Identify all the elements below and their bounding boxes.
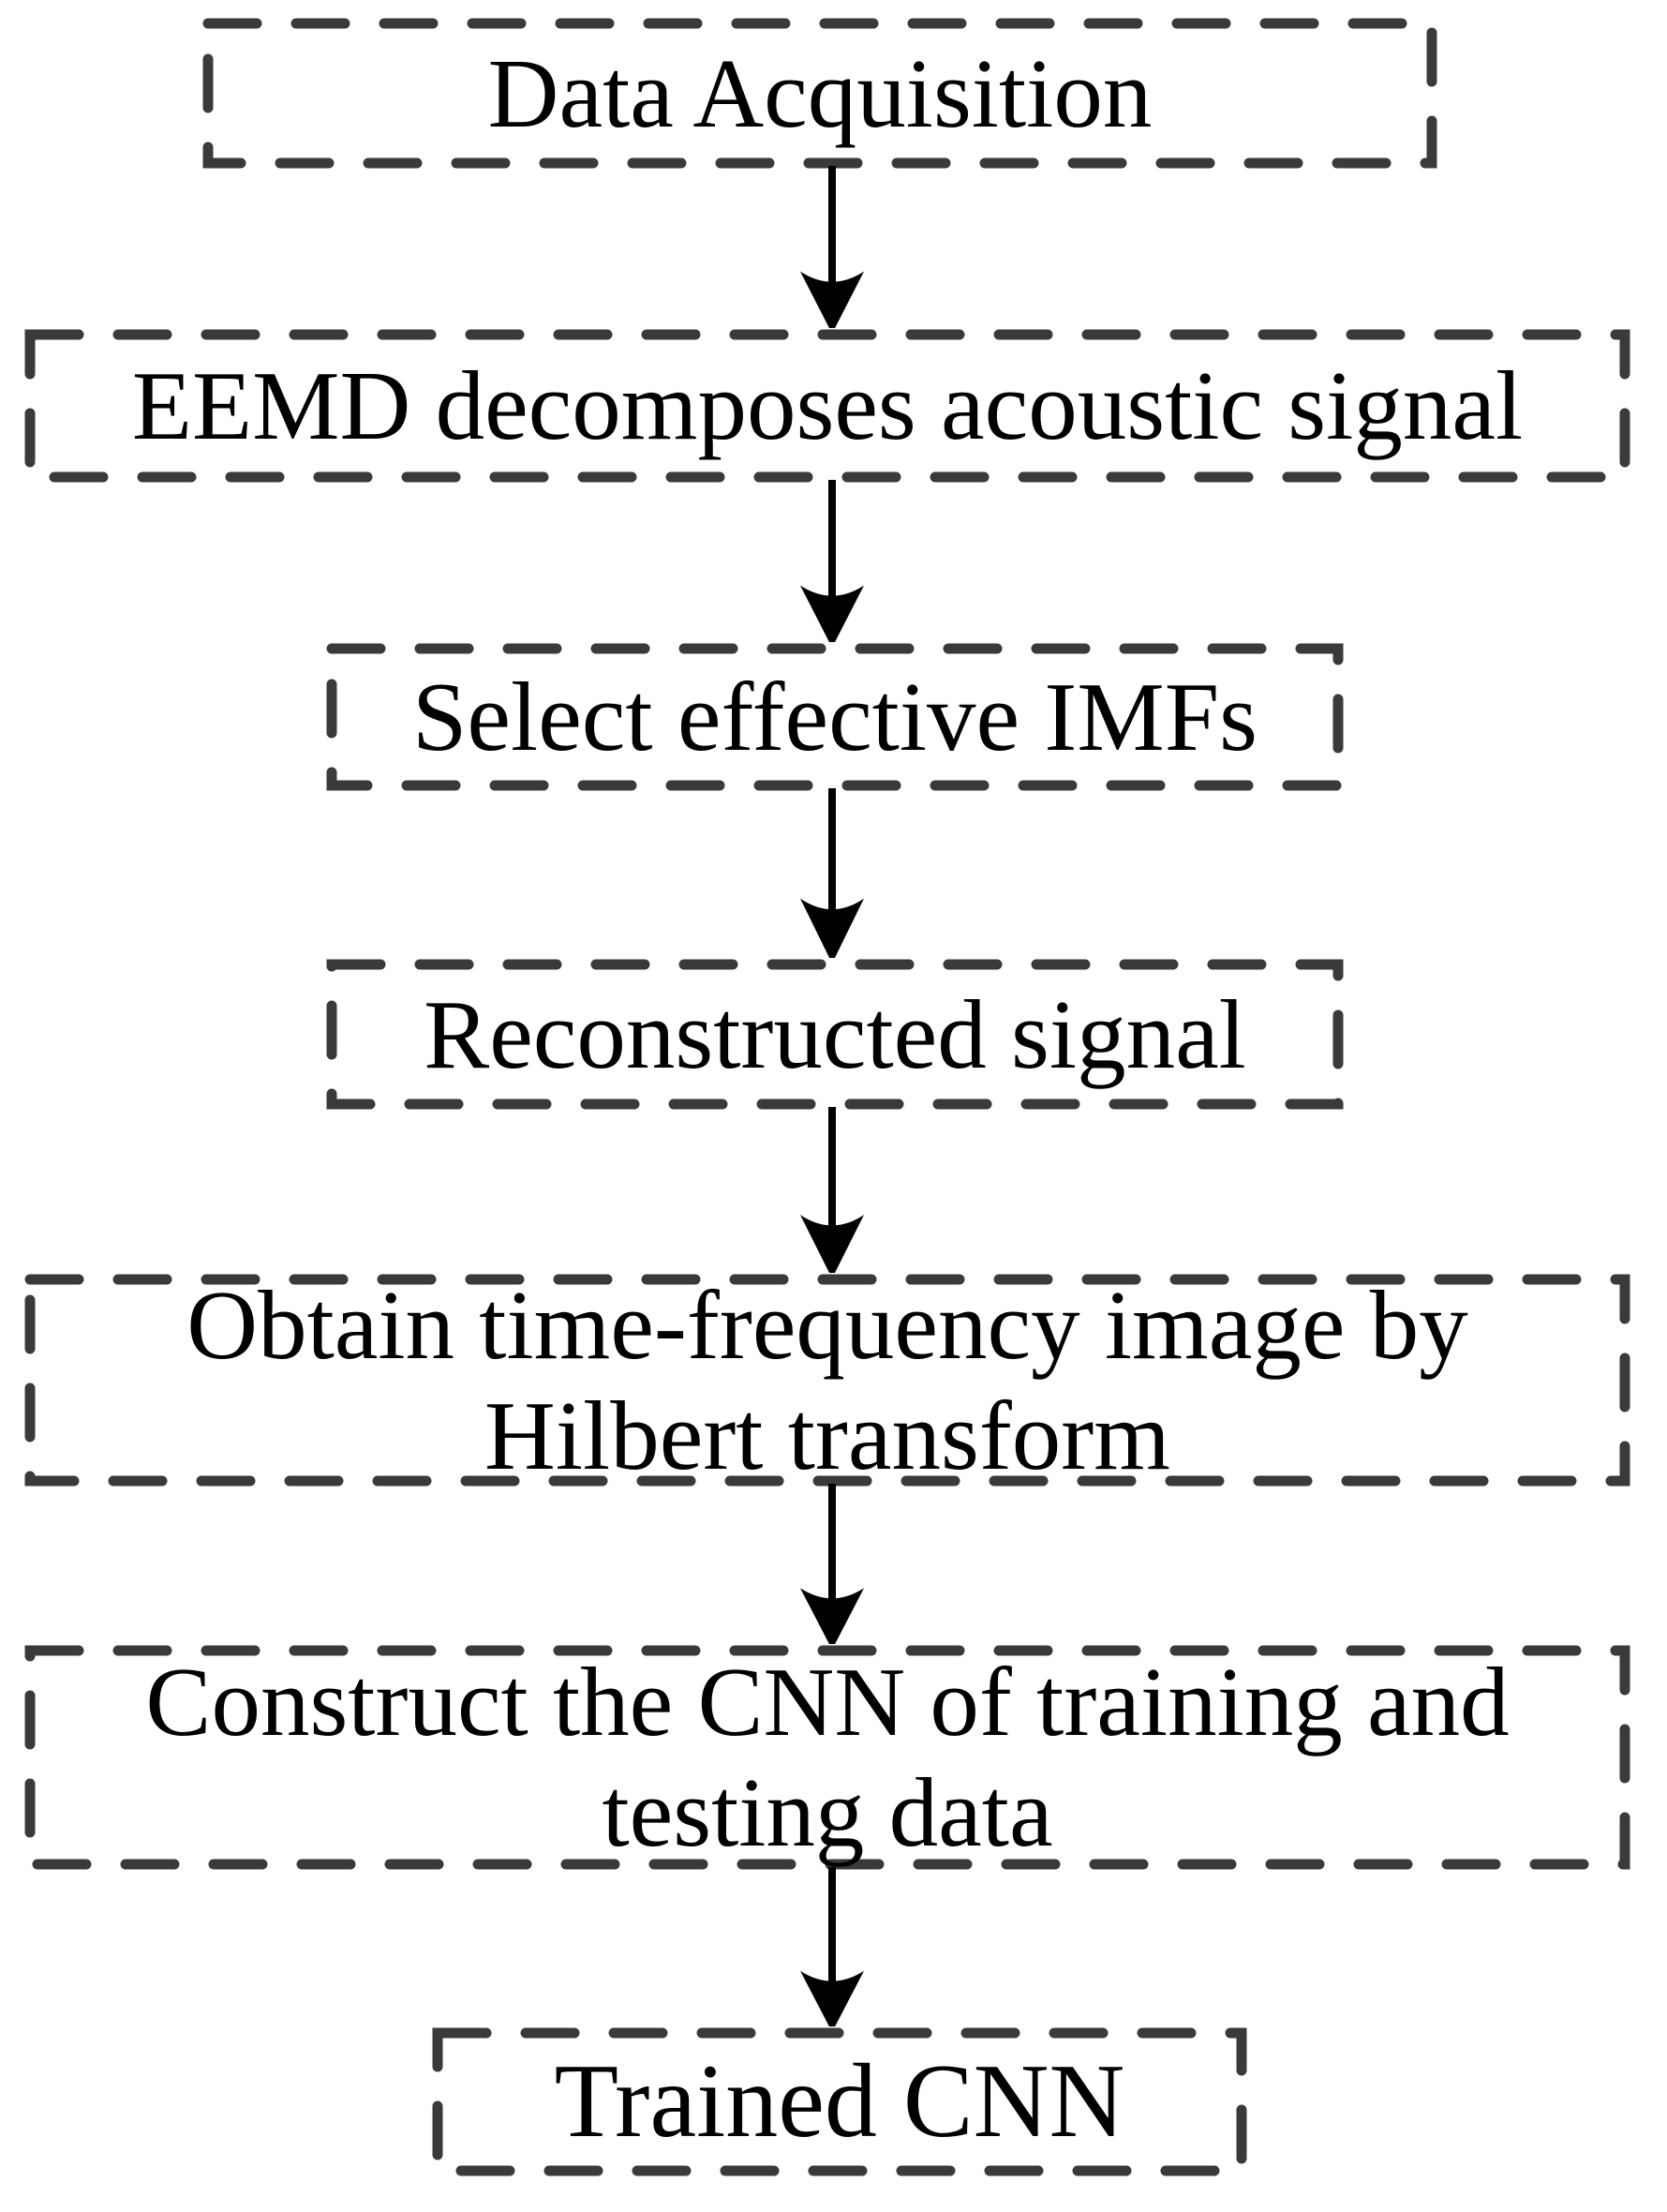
- flow-step-label: Reconstructed signal: [424, 979, 1246, 1089]
- arrow-down-icon: [800, 1107, 864, 1278]
- flow-step-label: Data Acquisition: [487, 37, 1153, 148]
- arrow-down-icon: [800, 480, 864, 648]
- arrow-down-icon: [800, 166, 864, 334]
- flow-step-hilbert-transform: Obtain time-frequency image by Hilbert t…: [23, 1269, 1631, 1490]
- dashed-border: [24, 329, 1630, 483]
- dashed-border: [24, 1645, 1630, 1870]
- dashed-border: [24, 1274, 1630, 1487]
- flow-step-trained-cnn: Trained CNN: [431, 2026, 1248, 2177]
- arrow-down-icon: [800, 1867, 864, 2033]
- flow-step-data-acquisition: Data Acquisition: [201, 17, 1438, 170]
- flow-step-select-imfs: Select effective IMFs: [325, 642, 1345, 792]
- flow-step-label: Trained CNN: [554, 2042, 1125, 2160]
- arrow-down-icon: [800, 788, 864, 964]
- dashed-border: [326, 643, 1344, 791]
- flow-step-reconstructed-signal: Reconstructed signal: [325, 958, 1345, 1111]
- flow-step-label: Select effective IMFs: [412, 662, 1258, 772]
- dashed-border: [432, 2027, 1247, 2176]
- dashed-border: [326, 959, 1344, 1110]
- flow-step-construct-cnn: Construct the CNN of training and testin…: [23, 1644, 1631, 1871]
- flow-step-label: Construct the CNN of training and testin…: [145, 1647, 1510, 1867]
- flow-step-eemd-decompose: EEMD decomposes acoustic signal: [23, 328, 1631, 484]
- flow-step-label: Obtain time-frequency image by Hilbert t…: [186, 1269, 1468, 1490]
- dashed-border: [202, 18, 1437, 169]
- arrow-down-icon: [800, 1484, 864, 1651]
- flow-step-label: EEMD decomposes acoustic signal: [131, 351, 1524, 461]
